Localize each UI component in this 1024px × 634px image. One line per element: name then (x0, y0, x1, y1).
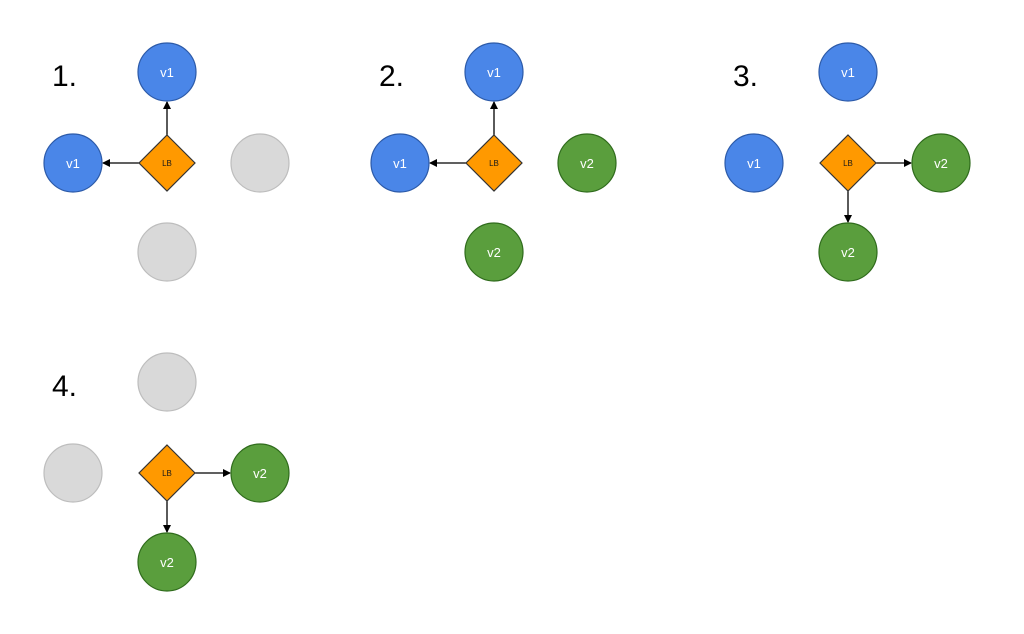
node-label: v2 (841, 245, 855, 260)
node-circle (464, 42, 524, 102)
node-left-v1: v1 (724, 133, 784, 193)
node-bottom-v2: v2 (464, 222, 524, 282)
node-circle (911, 133, 971, 193)
lb-diamond (465, 134, 523, 192)
node-circle (818, 222, 878, 282)
lb-label: LB (489, 159, 499, 168)
node-circle (137, 532, 197, 592)
node-left-empty (43, 443, 103, 503)
node-circle (557, 133, 617, 193)
panel-3: 3. v1 v1 v2 v2 LB (724, 42, 971, 282)
node-circle (43, 443, 103, 503)
node-bottom-empty (137, 222, 197, 282)
node-top-v1: v1 (464, 42, 524, 102)
node-bottom-v2: v2 (818, 222, 878, 282)
node-circle (137, 42, 197, 102)
node-label: v1 (747, 156, 761, 171)
load-balancer: LB (465, 134, 523, 192)
lb-label: LB (843, 159, 853, 168)
node-top-empty (137, 352, 197, 412)
node-circle (230, 443, 290, 503)
panel-2: 2. v1 v1 v2 v2 LB (370, 42, 617, 282)
node-circle (43, 133, 103, 193)
node-label: v1 (160, 65, 174, 80)
node-right-empty (230, 133, 290, 193)
node-label: v2 (487, 245, 501, 260)
load-balancer: LB (819, 134, 877, 192)
node-circle (230, 133, 290, 193)
node-label: v1 (487, 65, 501, 80)
lb-diamond (819, 134, 877, 192)
step-label: 4. (52, 370, 77, 403)
node-right-v2: v2 (557, 133, 617, 193)
load-balancer: LB (138, 134, 196, 192)
panel-4: 4. v2 v2 LB (43, 352, 290, 592)
node-circle (137, 352, 197, 412)
step-label: 2. (379, 60, 404, 93)
node-circle (464, 222, 524, 282)
node-circle (818, 42, 878, 102)
load-balancer: LB (138, 444, 196, 502)
node-label: v2 (160, 555, 174, 570)
node-top-v1: v1 (137, 42, 197, 102)
node-circle (370, 133, 430, 193)
node-circle (137, 222, 197, 282)
node-label: v2 (580, 156, 594, 171)
lb-label: LB (162, 469, 172, 478)
node-top-v1: v1 (818, 42, 878, 102)
node-label: v1 (841, 65, 855, 80)
node-label: v2 (934, 156, 948, 171)
step-label: 1. (52, 60, 77, 93)
lb-diamond (138, 134, 196, 192)
node-bottom-v2: v2 (137, 532, 197, 592)
node-label: v1 (393, 156, 407, 171)
node-right-v2: v2 (911, 133, 971, 193)
node-label: v1 (66, 156, 80, 171)
node-label: v2 (253, 466, 267, 481)
node-left-v1: v1 (370, 133, 430, 193)
node-circle (724, 133, 784, 193)
step-label: 3. (733, 60, 758, 93)
lb-label: LB (162, 159, 172, 168)
node-left-v1: v1 (43, 133, 103, 193)
lb-diamond (138, 444, 196, 502)
node-right-v2: v2 (230, 443, 290, 503)
